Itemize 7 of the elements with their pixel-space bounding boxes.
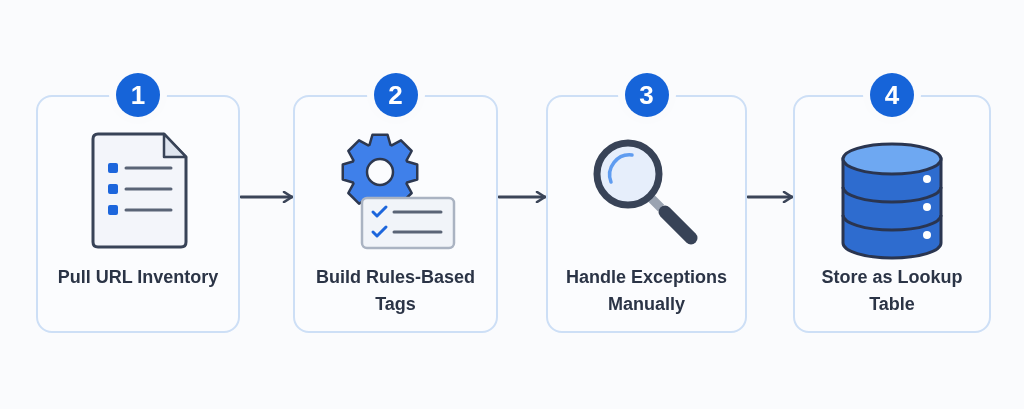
step-title: Store as Lookup Table [820,266,964,316]
step-title: Handle Exceptions Manually [564,266,728,316]
step-title: Pull URL Inventory [56,266,220,289]
step-title: Build Rules-Based Tags [315,266,476,316]
arrow [746,190,794,204]
arrow [497,190,547,204]
arrow [239,190,294,204]
